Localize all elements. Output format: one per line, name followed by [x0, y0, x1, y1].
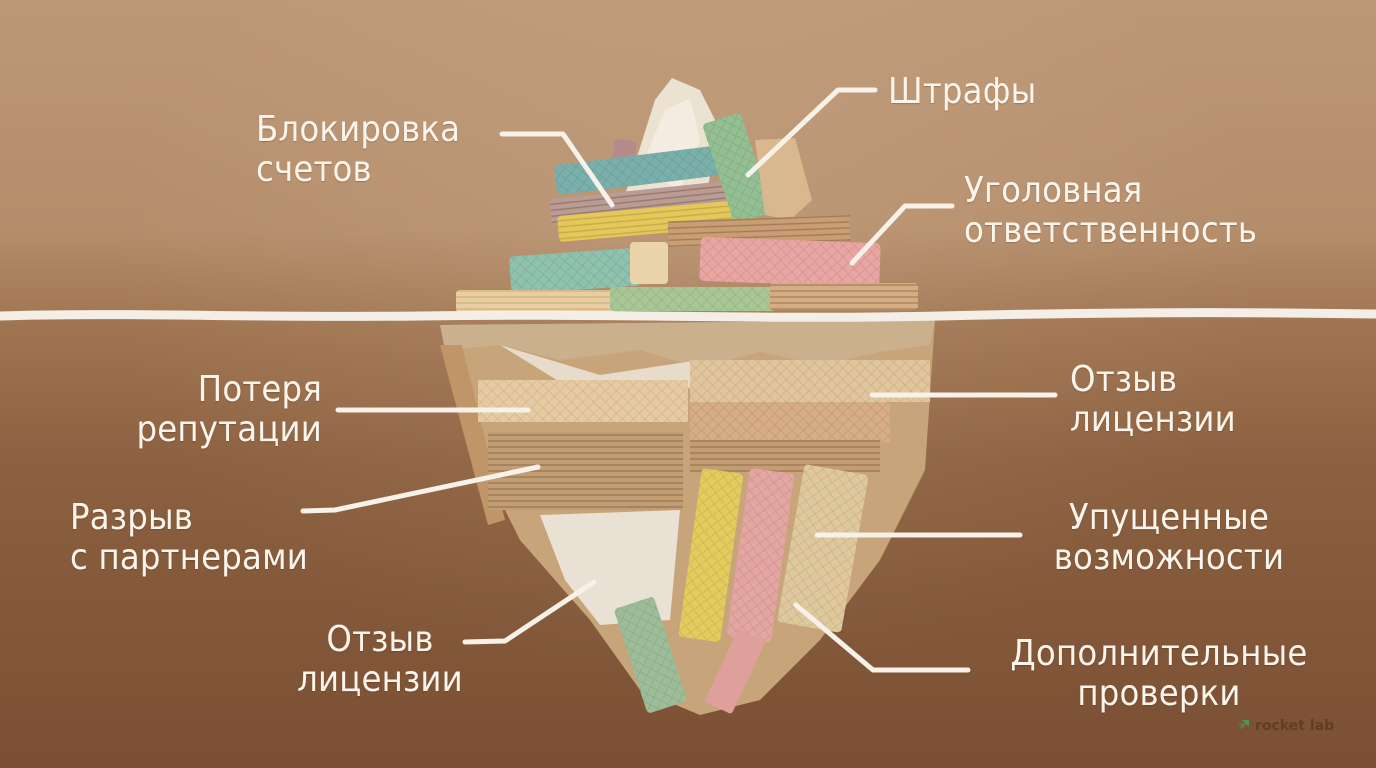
rocket-lab-arrow-icon	[1238, 720, 1249, 729]
label-line: Потеря	[197, 369, 322, 410]
above-water-stack	[456, 78, 918, 312]
label-fines: Штрафы	[888, 72, 1036, 112]
label-line: возможности	[1053, 537, 1285, 578]
label-line: Уголовная	[964, 170, 1143, 211]
label-line: Отзыв	[326, 619, 434, 660]
label-line: с партнерами	[70, 537, 308, 578]
label-line: проверки	[1077, 673, 1241, 714]
label-line: ответственность	[964, 210, 1258, 251]
label-line: Штрафы	[888, 71, 1037, 112]
label-line: Разрыв	[70, 497, 194, 538]
leader-lines	[300, 87, 1058, 673]
label-criminal-liability: Уголовная ответственность	[964, 171, 1257, 251]
label-line: Упущенные	[1068, 497, 1270, 538]
waterline	[0, 308, 1376, 322]
label-reputation-loss: Потеря репутации	[100, 370, 322, 450]
label-license-revocation-right: Отзыв лицензии	[1070, 360, 1236, 440]
brand-logo: rocket lab	[1236, 718, 1334, 734]
label-line: Дополнительные	[1010, 633, 1308, 674]
label-partner-breakup: Разрыв с партнерами	[70, 498, 308, 578]
label-line: лицензии	[297, 659, 463, 700]
label-additional-inspections: Дополнительные проверки	[986, 634, 1332, 714]
label-line: Блокировка	[256, 109, 461, 150]
label-license-revocation-left: Отзыв лицензии	[282, 620, 478, 700]
label-line: репутации	[136, 409, 322, 450]
label-line: лицензии	[1070, 399, 1236, 440]
logo-text: rocket lab	[1255, 718, 1335, 734]
below-water-stack	[440, 320, 935, 715]
label-line: счетов	[256, 149, 372, 190]
label-missed-opportunities: Упущенные возможности	[1036, 498, 1302, 578]
label-account-blocking: Блокировка счетов	[256, 110, 460, 190]
label-line: Отзыв	[1070, 359, 1178, 400]
